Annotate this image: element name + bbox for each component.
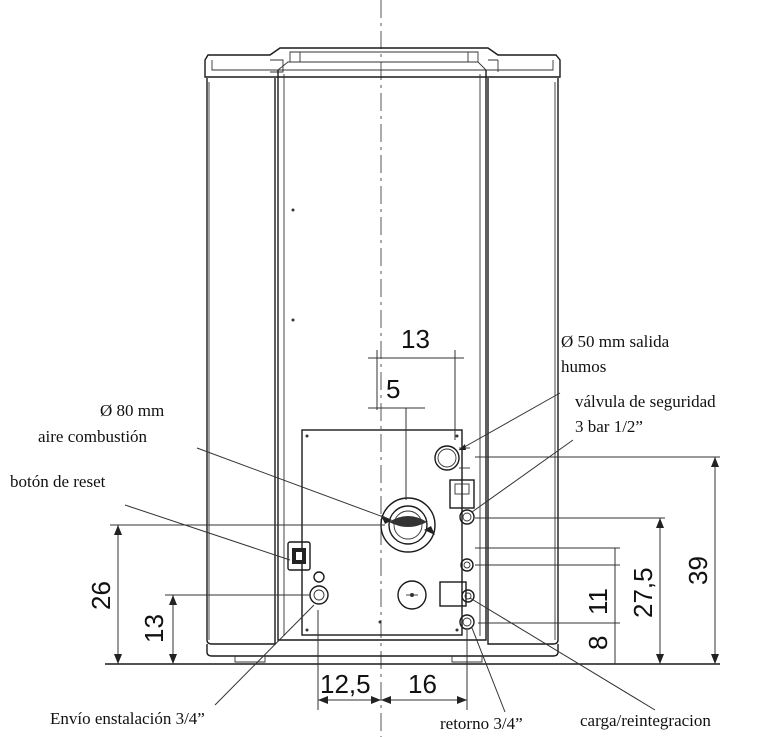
air-intake-label-line1: Ø 80 mm — [100, 401, 164, 420]
flue-outlet-label-line1: Ø 50 mm salida — [561, 332, 670, 351]
supply-connection — [309, 571, 329, 605]
reset-button-label: botón de reset — [10, 472, 106, 491]
dim-flue-offset: 13 — [401, 324, 430, 354]
fill-refill-label: carga/reintegracion — [580, 711, 711, 730]
return-inlet-label: retorno 3/4” — [440, 714, 523, 733]
rear-connection-plate — [301, 429, 463, 636]
boiler-top-cap — [204, 47, 561, 78]
leader-lines — [124, 392, 656, 713]
air-intake-label-line2: aire combustión — [38, 427, 148, 446]
flue-outlet-label-line2: humos — [561, 357, 606, 376]
boiler-central-body — [277, 61, 487, 641]
flue-outlet-pipe — [434, 445, 470, 471]
dimension-lines — [110, 350, 720, 710]
dim-flue-height: 39 — [683, 556, 713, 585]
dim-supply-height: 13 — [139, 614, 169, 643]
boiler-left-panel — [206, 78, 276, 645]
safety-valve-label-line2: 3 bar 1/2” — [575, 417, 643, 436]
dim-air-height: 27,5 — [628, 567, 658, 618]
dim-fill-height: 11 — [583, 588, 613, 615]
dim-reset-height: 26 — [86, 581, 116, 610]
boiler-base — [105, 644, 720, 665]
safety-valve-label-line1: válvula de seguridad — [575, 392, 716, 411]
dim-supply-to-center: 12,5 — [320, 669, 371, 699]
drain-plug — [397, 580, 427, 610]
right-connections — [439, 558, 475, 630]
reset-button — [287, 541, 311, 571]
supply-outlet-label: Envío enstalación 3/4” — [50, 709, 205, 728]
dim-return-height: 8 — [583, 636, 613, 650]
air-intake-pipe — [380, 497, 436, 553]
dim-center-to-return: 16 — [408, 669, 437, 699]
boiler-right-panel — [487, 78, 559, 645]
safety-valve — [449, 479, 475, 525]
dim-air-offset: 5 — [386, 374, 400, 404]
